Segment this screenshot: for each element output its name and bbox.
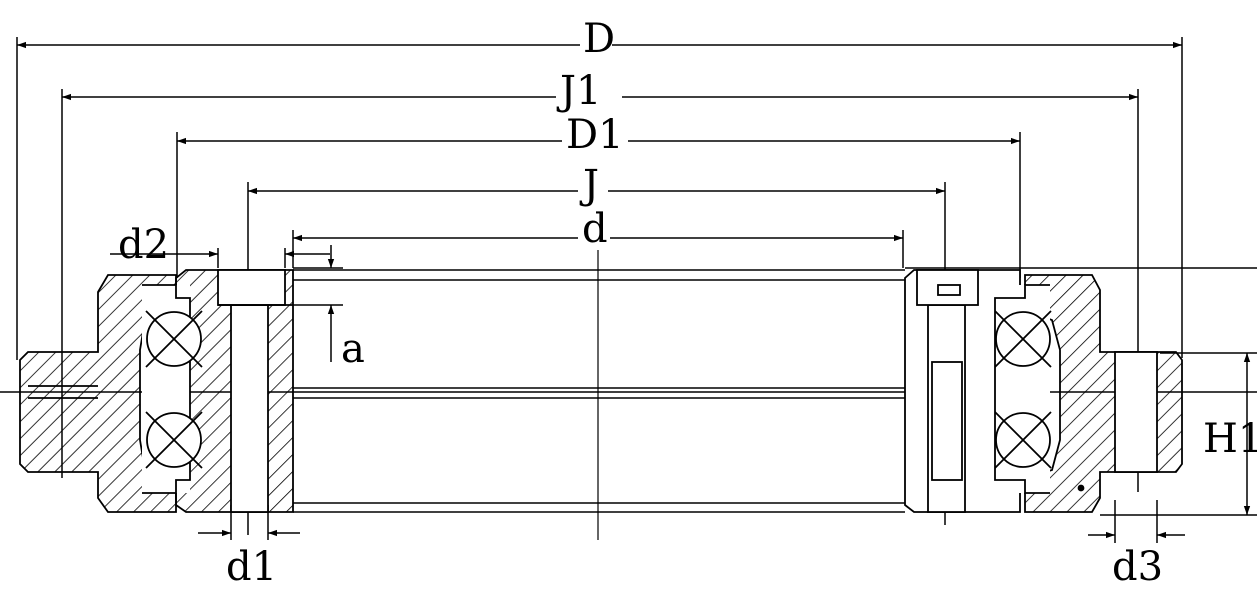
left-section	[19, 269, 294, 513]
label-d2: d2	[118, 222, 169, 268]
label-d1: d1	[226, 544, 277, 590]
labels: D J1 D1 J d d2 a H1 d1 d3	[118, 16, 1257, 590]
left-bolt-bore	[230, 304, 269, 513]
label-d3: d3	[1112, 544, 1163, 590]
left-counterbore	[217, 269, 286, 306]
label-H1: H1	[1203, 416, 1257, 462]
center-bore	[293, 250, 905, 540]
label-a: a	[341, 326, 365, 372]
right-section	[904, 269, 1183, 513]
label-D: D	[583, 16, 615, 62]
label-J: J	[579, 162, 599, 208]
label-J1: J1	[556, 68, 601, 114]
label-D1: D1	[566, 112, 624, 158]
label-d: d	[582, 206, 608, 252]
